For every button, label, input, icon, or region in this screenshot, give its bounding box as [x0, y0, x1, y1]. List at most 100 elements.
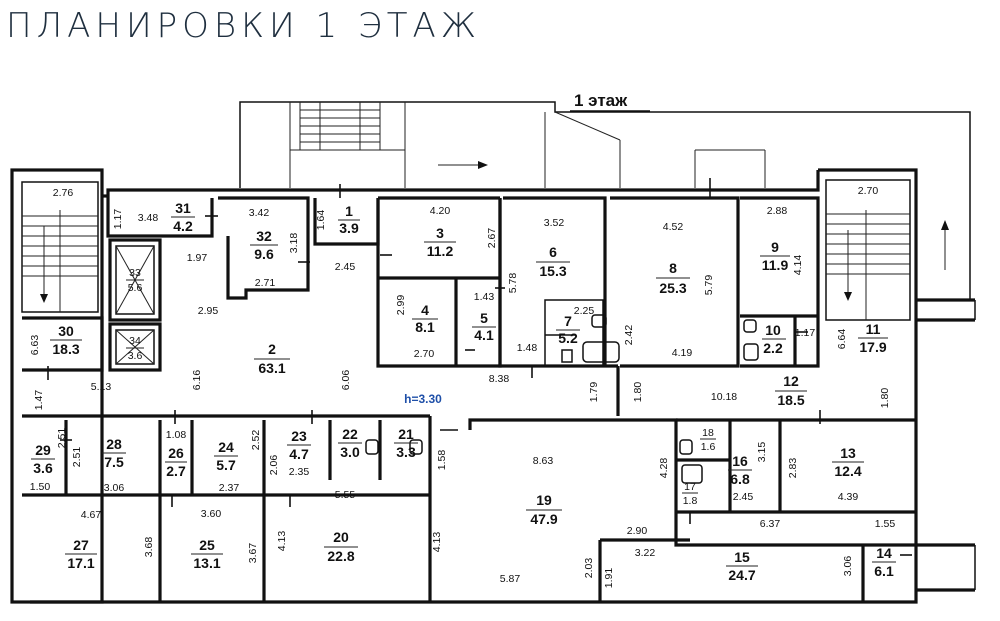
dimension-label: 2.83	[787, 458, 799, 479]
room-7-area: 5.2	[558, 330, 578, 346]
room-34-number: 34	[129, 335, 141, 347]
dimension-label: 6.06	[340, 370, 352, 391]
dimension-label: 3.18	[288, 233, 300, 254]
dimension-label: 2.67	[486, 228, 498, 249]
room-32-area: 9.6	[254, 246, 274, 262]
dimension-label: 5.79	[703, 275, 715, 296]
dimension-label: 1.80	[879, 388, 891, 409]
dimension-label: 2.70	[858, 185, 879, 197]
room-32-number: 32	[256, 228, 272, 244]
dimension-label: 4.20	[430, 205, 451, 217]
dimension-label: 8.63	[533, 455, 554, 467]
outer-walls	[10, 168, 976, 604]
room-18-area: 1.6	[701, 441, 716, 453]
room-13-number: 13	[840, 445, 856, 461]
room-17-number: 17	[684, 481, 696, 493]
room-34: 343.6	[126, 335, 144, 362]
room-31: 314.2	[171, 200, 195, 234]
dimension-label: 3.42	[249, 207, 270, 219]
dimension-label: 2.45	[733, 491, 754, 503]
room-2-area: 63.1	[258, 360, 285, 376]
room-19-number: 19	[536, 492, 552, 508]
dimension-label: 3.52	[544, 217, 565, 229]
dimension-label: 8.38	[489, 373, 510, 385]
dimension-label: 2.99	[395, 295, 407, 316]
dimension-label: 5.13	[91, 381, 112, 393]
room-16-number: 16	[732, 453, 748, 469]
room-9-number: 9	[771, 239, 779, 255]
dimension-label: 1.58	[436, 450, 448, 471]
room-20-area: 22.8	[327, 548, 354, 564]
interior-walls	[22, 196, 916, 602]
dimension-label: 2.42	[623, 325, 635, 346]
room-21: 213.3	[394, 426, 418, 460]
room-13: 13 12.4	[832, 445, 864, 479]
room-33: 335.6	[126, 267, 144, 294]
room-12-number: 12	[783, 373, 799, 389]
room-27: 27 17.1	[65, 537, 97, 571]
room-4-area: 8.1	[415, 319, 435, 335]
room-13-area: 12.4	[834, 463, 861, 479]
room-29-number: 29	[35, 442, 51, 458]
dimension-label: 5.78	[507, 273, 519, 294]
room-30-area: 18.3	[52, 341, 79, 357]
room-25-area: 13.1	[193, 555, 220, 571]
room-26-number: 26	[168, 445, 184, 461]
room-15-number: 15	[734, 549, 750, 565]
room-28: 287.5	[102, 436, 126, 470]
room-24: 245.7	[214, 439, 238, 473]
dimension-label: 2.45	[335, 261, 356, 273]
dimension-label: 1.80	[632, 382, 644, 403]
left-stair	[21, 181, 99, 313]
room-31-number: 31	[175, 200, 191, 216]
dimension-label: 1.91	[603, 568, 615, 589]
room-22: 223.0	[338, 426, 362, 460]
room-32: 329.6	[250, 228, 278, 262]
dimension-label: 2.51	[56, 428, 68, 449]
room-23-number: 23	[291, 428, 307, 444]
room-4-number: 4	[421, 302, 429, 318]
dimension-label: 2.71	[255, 277, 276, 289]
room-8-area: 25.3	[659, 280, 686, 296]
room-1: 13.9	[338, 203, 360, 236]
room-26: 262.7	[165, 445, 187, 479]
dimension-label: 1.97	[187, 252, 208, 264]
right-stair	[825, 179, 949, 321]
room-28-area: 7.5	[104, 454, 124, 470]
dimension-label: 2.51	[71, 447, 83, 468]
dimension-label: 2.52	[250, 430, 262, 451]
room-16-area: 6.8	[730, 471, 750, 487]
dimension-label: 3.06	[104, 482, 125, 494]
room-17-area: 1.8	[683, 495, 698, 507]
room-1-number: 1	[345, 203, 353, 219]
room-8: 825.3	[656, 260, 690, 296]
dimension-label: 4.14	[792, 255, 804, 276]
room-31-area: 4.2	[173, 218, 193, 234]
room-17: 171.8	[682, 481, 698, 507]
room-21-number: 21	[398, 426, 414, 442]
dimension-label: 2.70	[414, 348, 435, 360]
dimension-label: 1.47	[33, 390, 45, 411]
dimension-label: 6.37	[760, 518, 781, 530]
dimension-label: 4.67	[81, 509, 102, 521]
dimension-label: 6.63	[29, 335, 41, 356]
room-29-area: 3.6	[33, 460, 53, 476]
room-27-number: 27	[73, 537, 89, 553]
room-28-number: 28	[106, 436, 122, 452]
room-14-number: 14	[876, 545, 892, 561]
dimension-label: 1.43	[474, 291, 495, 303]
room-22-area: 3.0	[340, 444, 360, 460]
dimension-label: 5.55	[335, 489, 356, 501]
dimension-label: 3.68	[143, 537, 155, 558]
room-22-number: 22	[342, 426, 358, 442]
dimension-labels: 2.76 2.70 1.17 3.48 3.42 1.64 4.20 3.52 …	[29, 185, 895, 588]
room-33-area: 5.6	[128, 282, 143, 294]
room-10-area: 2.2	[763, 340, 783, 356]
room-26-area: 2.7	[166, 463, 186, 479]
room-27-area: 17.1	[67, 555, 94, 571]
dimension-label: 4.39	[838, 491, 859, 503]
dimension-label: 2.90	[627, 525, 648, 537]
